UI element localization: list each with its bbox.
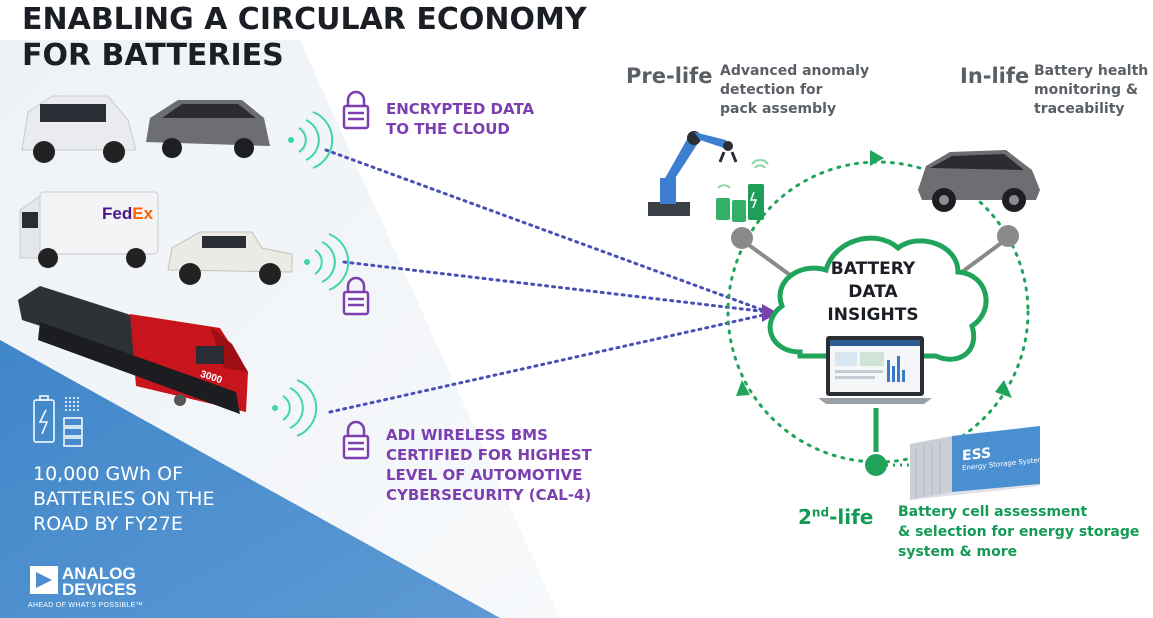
stat-line-2: BATTERIES ON THE [33, 488, 215, 510]
logo-line-2: DEVICES [62, 580, 137, 599]
cloud-line-1: BATTERY [830, 259, 916, 279]
cloud-line-2: DATA [848, 282, 898, 302]
delivery-van-image [19, 191, 159, 268]
node-connectors [731, 225, 1019, 476]
inlife-desc-3: traceability [1034, 101, 1125, 117]
title-line-2: FOR BATTERIES [22, 38, 284, 73]
data-line-top [324, 148, 770, 314]
secondlife-desc-2: & selection for energy storage [898, 524, 1140, 540]
data-line-middle [342, 260, 770, 314]
luxury-suv-image [146, 100, 270, 158]
cycle-arrow-top [870, 150, 884, 166]
page-title: ENABLING A CIRCULAR ECONOMY FOR BATTERIE… [22, 2, 587, 74]
bms-line-4: CYBERSECURITY (CAL-4) [386, 486, 592, 504]
prelife-label: Pre-life [626, 64, 713, 88]
title-line-1: ENABLING A CIRCULAR ECONOMY [22, 2, 587, 37]
laptop-dashboard-icon [818, 336, 932, 404]
grid-dots-icon [65, 397, 79, 411]
padlock-icon [342, 420, 370, 460]
secondlife-number: 2 [798, 505, 812, 529]
battery-stat: 10,000 GWh OF BATTERIES ON THE ROAD BY F… [33, 462, 214, 537]
encrypted-line-2: TO THE CLOUD [386, 120, 510, 138]
cloud-icon [767, 235, 989, 362]
wireless-bms-callout: ADI WIRELESS BMS CERTIFIED FOR HIGHEST L… [386, 425, 592, 505]
data-arrowhead [762, 304, 778, 322]
secondlife-description: Battery cell assessment & selection for … [898, 502, 1139, 562]
bms-line-3: LEVEL OF AUTOMOTIVE [386, 466, 583, 484]
secondlife-suffix: -life [829, 505, 874, 529]
locomotive-image [18, 286, 248, 414]
padlock-icon [342, 90, 370, 130]
secondlife-superscript: nd [811, 505, 830, 520]
company-logo-name: ANALOG DEVICES [62, 564, 137, 599]
suv-inlife-image [918, 150, 1040, 212]
prelife-description: Advanced anomaly detection for pack asse… [720, 62, 869, 119]
data-flow-lines [324, 148, 770, 414]
cloud-line-3: INSIGHTS [827, 305, 919, 325]
secondlife-desc-3: system & more [898, 544, 1018, 560]
van-brand-part-1: Fed [102, 204, 133, 223]
prelife-desc-3: pack assembly [720, 101, 837, 117]
cycle-arrow-right [995, 380, 1012, 398]
bms-line-2: CERTIFIED FOR HIGHEST [386, 446, 592, 464]
wireless-signal-icon [272, 111, 350, 437]
inlife-label: In-life [960, 64, 1030, 88]
inlife-desc-2: monitoring & [1034, 82, 1139, 98]
prelife-desc-1: Advanced anomaly [720, 63, 870, 79]
inlife-description: Battery health monitoring & traceability [1034, 62, 1148, 119]
van-brand-part-2: Ex [132, 204, 154, 223]
inlife-desc-1: Battery health [1034, 63, 1149, 79]
analog-devices-logo-icon [30, 566, 58, 594]
pickup-truck-image [167, 231, 293, 285]
compact-car-image [21, 95, 137, 163]
logo-line-1: ANALOG [62, 564, 136, 583]
battery-icon [33, 395, 83, 447]
cycle-arrow-left [736, 380, 750, 396]
bms-line-1: ADI WIRELESS BMS [386, 426, 548, 444]
battery-cells-icon [716, 159, 769, 222]
robot-arm-icon [648, 131, 738, 216]
stat-line-1: 10,000 GWh OF [33, 463, 183, 485]
data-line-bottom [328, 312, 770, 414]
ess-container-image [910, 426, 1040, 500]
cloud-label: BATTERY DATA INSIGHTS [813, 258, 933, 327]
secondlife-desc-1: Battery cell assessment [898, 504, 1088, 520]
van-brand-text: FedEx [102, 204, 153, 224]
encrypted-data-callout: ENCRYPTED DATA TO THE CLOUD [386, 99, 534, 139]
padlock-icon [342, 276, 370, 316]
secondlife-label: 2nd-life [798, 505, 873, 529]
stat-line-3: ROAD BY FY27E [33, 513, 183, 535]
blue-background-panel [0, 340, 500, 618]
encrypted-line-1: ENCRYPTED DATA [386, 100, 535, 118]
prelife-desc-2: detection for [720, 82, 823, 98]
company-tagline: AHEAD OF WHAT'S POSSIBLE™ [28, 602, 143, 609]
